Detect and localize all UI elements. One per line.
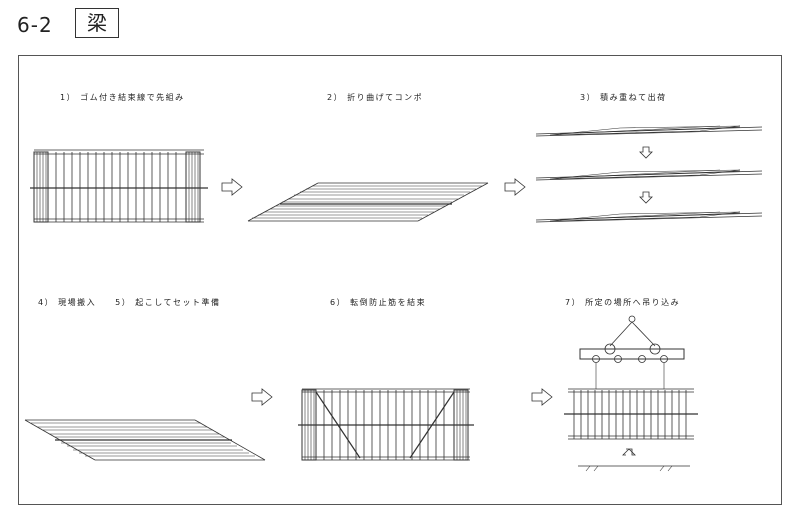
step-2-label: 2） 折り曲げてコンポ xyxy=(327,93,424,102)
arrow-right-icon xyxy=(251,388,273,406)
delivered-cage-view-4-5 xyxy=(24,419,266,461)
step-4-5-label: 4） 現場搬入 5） 起こしてセット準備 xyxy=(38,298,221,307)
arrow-right-icon xyxy=(531,388,553,406)
arrow-right-icon xyxy=(221,178,243,196)
lifted-cage-view-7 xyxy=(564,388,698,440)
stacked-bundle-top xyxy=(535,125,763,137)
ground-line xyxy=(578,465,690,472)
arrow-down-icon xyxy=(639,191,653,204)
step-3-label: 3） 積み重ねて出荷 xyxy=(580,93,667,102)
cage-front-view-1 xyxy=(30,149,208,223)
diagram-frame xyxy=(18,55,782,505)
section-number: 6-2 xyxy=(17,13,53,37)
section-title: 梁 xyxy=(75,8,119,38)
lifting-rig-view-7 xyxy=(579,315,685,389)
stacked-bundle-middle xyxy=(535,169,763,181)
arrow-down-icon xyxy=(639,146,653,159)
stacked-bundle-bottom xyxy=(535,211,763,223)
lifting-beam xyxy=(579,348,685,360)
arrow-right-icon xyxy=(504,178,526,196)
step-6-label: 6） 転倒防止筋を結束 xyxy=(330,298,427,307)
arrow-up-icon xyxy=(622,448,636,456)
braced-cage-view-6 xyxy=(298,388,474,461)
folded-cage-view-2 xyxy=(247,182,489,222)
step-1-label: 1） ゴム付き結束線で先組み xyxy=(60,93,185,102)
step-7-label: 7） 所定の場所へ吊り込み xyxy=(565,298,681,307)
